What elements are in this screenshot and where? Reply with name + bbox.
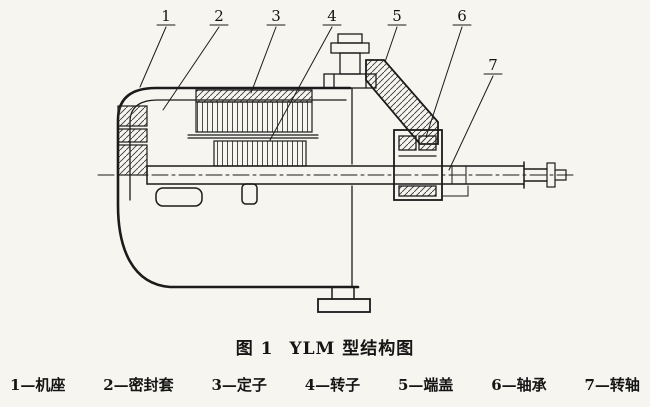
shaft — [146, 161, 567, 189]
callout-numbers: 1 2 3 4 5 6 7 — [161, 7, 498, 74]
legend-item: 4—转子 — [304, 376, 361, 394]
legend-item: 2—密封套 — [103, 376, 174, 394]
leader-2 — [162, 26, 220, 111]
seal-sleeve-stack — [117, 105, 148, 176]
mounting-bolt — [323, 33, 377, 89]
legend-item: 6—轴承 — [491, 376, 547, 394]
leader-5 — [384, 26, 398, 63]
leader-6 — [425, 26, 463, 138]
ylm-structure-diagram: 1 2 3 4 5 6 7 — [97, 7, 576, 313]
leader-4 — [269, 26, 333, 141]
callout-7: 7 — [488, 56, 498, 74]
leader-1 — [139, 26, 167, 88]
figure-caption-title: YLM 型结构图 — [289, 339, 415, 359]
callout-6: 6 — [457, 7, 467, 25]
leader-3 — [250, 26, 277, 94]
figure-caption: 图 1 YLM 型结构图 — [0, 334, 650, 359]
callout-underlines — [156, 24, 503, 75]
end-cover — [365, 59, 439, 145]
figure-caption-label: 图 1 — [235, 339, 274, 359]
callout-1: 1 — [161, 7, 171, 25]
stator-core — [187, 89, 319, 139]
callout-5: 5 — [392, 7, 402, 25]
leader-7 — [448, 75, 494, 171]
legend-item: 7—转轴 — [584, 376, 640, 394]
legend-item: 3—定子 — [211, 376, 267, 394]
figure-legend: 1—机座 2—密封套 3—定子 4—转子 5—端盖 6—轴承 7—转轴 — [0, 374, 650, 395]
callout-2: 2 — [214, 7, 224, 25]
rotor-core — [213, 140, 307, 167]
callout-3: 3 — [271, 7, 281, 25]
bearing-block — [393, 129, 469, 201]
base-flange — [155, 183, 371, 313]
legend-item: 5—端盖 — [398, 376, 454, 394]
callout-4: 4 — [327, 7, 337, 25]
legend-item: 1—机座 — [10, 376, 66, 394]
leader-lines — [139, 26, 494, 171]
